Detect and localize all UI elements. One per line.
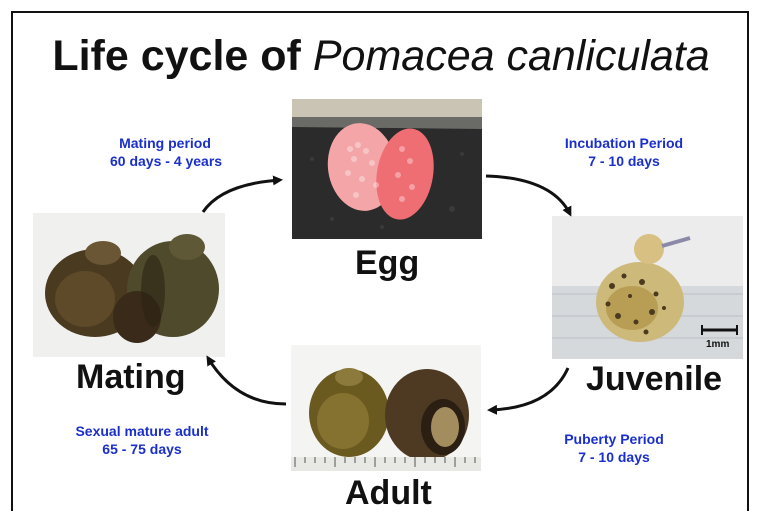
arrow-juvenile-to-adult <box>490 368 568 410</box>
arrow-mating-to-egg <box>203 180 280 212</box>
arrow-egg-to-juvenile <box>486 176 570 214</box>
arrow-adult-to-mating <box>208 358 286 404</box>
